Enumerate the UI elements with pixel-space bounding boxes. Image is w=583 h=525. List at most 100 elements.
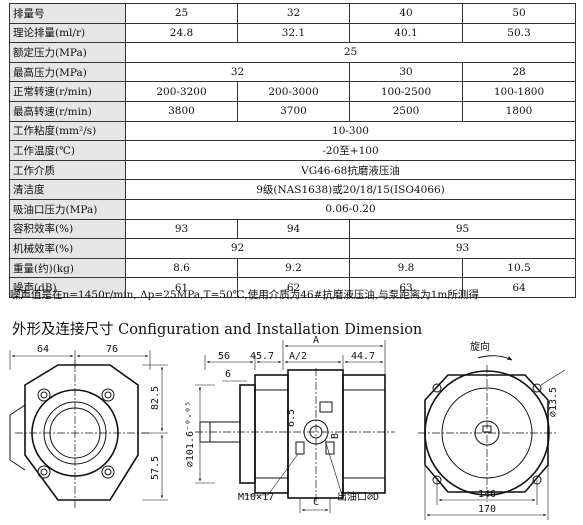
spec-cell: 61 <box>125 277 238 298</box>
installation-drawing: 64 76 82.5 57.5 <box>9 335 566 520</box>
right-bolt-hole <box>532 383 542 393</box>
dim-a: A <box>313 335 319 346</box>
left-bolt-hole <box>37 465 51 479</box>
spec-cell: 40 <box>349 3 463 24</box>
noise-note: 噪声值是在n=1450r/min, Δp=25MPa,T=50℃,使用介质为46… <box>10 289 479 301</box>
right-bolt-hole <box>432 383 442 393</box>
spec-cell: 28 <box>462 61 576 83</box>
dim-44-7: 44.7 <box>351 351 375 362</box>
spec-row-label: 清洁度 <box>9 179 126 200</box>
spec-cell: 100-1800 <box>462 81 576 102</box>
label-outlet: 出油口⌀D <box>337 490 379 503</box>
spec-row-label: 吸油口压力(MPa) <box>9 198 126 220</box>
dim-64: 64 <box>37 344 49 355</box>
right-view: 旋向 ⌀13.5 146 170 <box>418 340 566 520</box>
spec-cell: 3800 <box>125 100 238 122</box>
spec-cell: 200-3000 <box>237 81 350 102</box>
dim-82-5: 82.5 <box>150 386 161 410</box>
spec-cell: 9级(NAS1638)或20/18/15(ISO4066) <box>125 179 576 200</box>
spec-cell: 95 <box>349 218 576 240</box>
spec-cell: 9.2 <box>237 257 350 279</box>
rotation-arrow-icon <box>477 355 513 361</box>
spec-row-label: 重量(约)(kg) <box>9 257 126 279</box>
spec-row-label: 排量号 <box>9 3 126 24</box>
spec-row: 额定压力(MPa)25 <box>9 42 576 63</box>
left-bolt-hole <box>101 465 115 479</box>
pump-body-rear <box>342 374 386 494</box>
label-thread: M10×17 <box>238 492 274 503</box>
spec-row-label: 噪声(dB) <box>9 277 126 298</box>
spec-cell: 32.1 <box>237 22 350 44</box>
spec-row: 吸油口压力(MPa)0.06-0.20 <box>9 198 576 220</box>
mounting-flange <box>239 384 256 484</box>
spec-cell: 32 <box>125 61 350 83</box>
spec-cell: 94 <box>237 218 350 240</box>
spec-cell: 10-300 <box>125 120 576 142</box>
spec-cell: 62 <box>237 277 350 298</box>
dim-a-half: A/2 <box>289 351 307 362</box>
dim-57-5: 57.5 <box>150 456 161 480</box>
left-flange-outline <box>24 364 139 501</box>
spec-cell: 32 <box>237 3 350 24</box>
spec-cell: 8.6 <box>125 257 238 279</box>
spec-cell: 64 <box>462 277 576 298</box>
dim-56: 56 <box>218 351 230 362</box>
spec-cell: -20至+100 <box>125 140 576 161</box>
spec-row-label: 工作粘度(mm²/s) <box>9 120 126 142</box>
spec-cell: 3700 <box>237 100 350 122</box>
dim-146: 146 <box>478 489 496 500</box>
spec-cell: 92 <box>125 238 350 259</box>
middle-view: 56 45.7 A/2 A 44.7 6 6.5 B ⌀101.6⁻⁰·⁰⁵ <box>185 335 395 513</box>
spec-row-label: 最高转速(r/min) <box>9 100 126 122</box>
spec-cell: 93 <box>125 218 238 240</box>
spec-cell: 2500 <box>349 100 463 122</box>
spec-cell: VG46-68抗磨液压油 <box>125 159 576 181</box>
spec-cell: 50.3 <box>462 22 576 44</box>
spec-row-label: 理论排量(ml/r) <box>9 22 126 44</box>
spec-cell: 100-2500 <box>349 81 463 102</box>
spec-cell: 30 <box>349 61 463 83</box>
spec-row-label: 正常转速(r/min) <box>9 81 126 102</box>
spec-row-label: 机械效率(%) <box>9 238 126 259</box>
spec-row-label: 额定压力(MPa) <box>9 42 126 63</box>
dim-76: 76 <box>106 344 118 355</box>
spec-cell: 25 <box>125 3 238 24</box>
spec-cell: 200-3200 <box>125 81 238 102</box>
pump-body-front <box>254 374 289 494</box>
spec-cell: 25 <box>125 42 576 63</box>
left-view: 64 76 82.5 57.5 <box>9 344 168 508</box>
spec-cell: 10.5 <box>462 257 576 279</box>
spec-cell: 40.1 <box>349 22 463 44</box>
rotation-label: 旋向 <box>470 340 490 353</box>
spec-row: 工作温度(℃)-20至+100 <box>9 140 576 161</box>
left-bolt-hole <box>101 388 115 402</box>
left-bolt-hole <box>37 388 51 402</box>
spec-cell: 9.8 <box>349 257 463 279</box>
spec-row-label: 容积效率(%) <box>9 218 126 240</box>
spec-row: 工作粘度(mm²/s)10-300 <box>9 120 576 142</box>
spec-cell: 1800 <box>462 100 576 122</box>
dim-diam-101-6: ⌀101.6⁻⁰·⁰⁵ <box>185 401 196 467</box>
section-title: 外形及连接尺寸 Configuration and Installation D… <box>12 322 423 338</box>
spec-row-label: 最高压力(MPa) <box>9 61 126 83</box>
right-flange-outline <box>424 374 549 493</box>
spec-row-label: 工作温度(℃) <box>9 140 126 161</box>
label-c: C <box>313 497 319 508</box>
label-b: B <box>330 433 341 439</box>
spec-row-label: 工作介质 <box>9 159 126 181</box>
dim-6: 6 <box>225 369 231 380</box>
dim-6-5: 6.5 <box>286 409 297 427</box>
spec-cell: 93 <box>349 238 576 259</box>
